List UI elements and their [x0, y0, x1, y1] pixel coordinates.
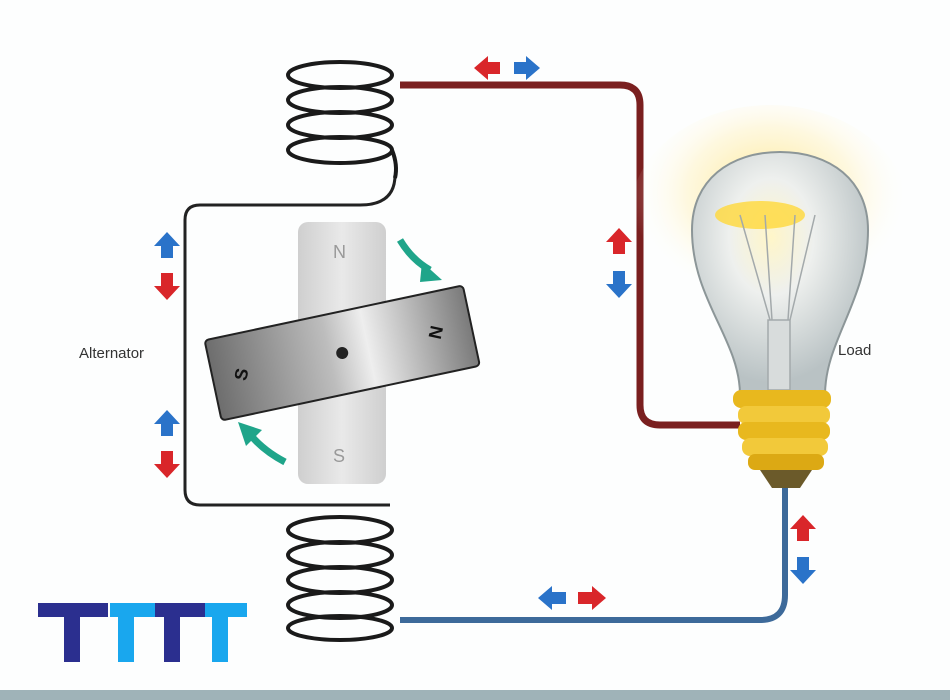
arrow-blue-down-right [606, 271, 632, 298]
bottom-coil [286, 515, 394, 642]
alternator-label: Alternator [79, 345, 145, 362]
current-arrows [154, 56, 816, 610]
arrow-blue-right-top [514, 56, 540, 80]
arrow-red-up-bottom-right [790, 515, 816, 541]
rotation-arrow-bottom-head [238, 422, 262, 446]
stator-south-label: S [333, 446, 346, 466]
arrow-red-up-right [606, 228, 632, 254]
rotation-arrow-top-head [420, 262, 442, 282]
arrow-blue-up-left2 [154, 410, 180, 436]
arrow-blue-up-left1 [154, 232, 180, 258]
rotor-magnet [204, 285, 481, 421]
arrow-red-down-left2 [154, 451, 180, 478]
arrow-blue-down-bottom-right [790, 557, 816, 584]
load-label: Load [838, 342, 872, 359]
stator-north-label: N [333, 242, 346, 262]
arrow-red-down-left1 [154, 273, 180, 300]
arrow-blue-left-bottom [538, 586, 566, 610]
logo [38, 603, 247, 662]
bottom-border [0, 690, 950, 700]
alternator-wire [183, 174, 397, 507]
top-coil [286, 60, 398, 179]
bulb-base [733, 390, 831, 488]
arrow-red-left-top [474, 56, 500, 80]
arrow-red-right-bottom [578, 586, 606, 610]
blue-wire [400, 480, 788, 623]
